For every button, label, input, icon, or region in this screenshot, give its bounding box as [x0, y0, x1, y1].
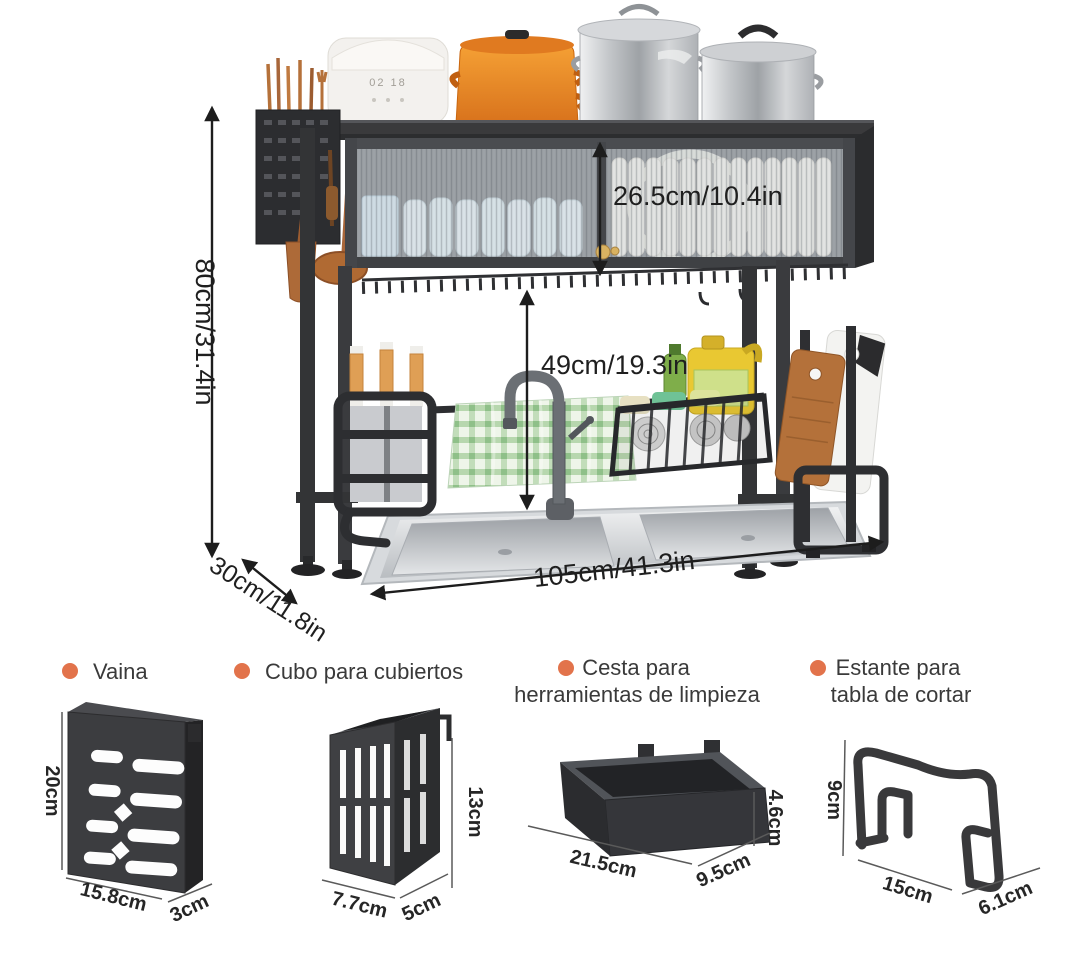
cubo-width: 7.7cm — [329, 888, 389, 923]
cup-hook — [433, 714, 452, 741]
accessory-vaina: 20cm 15.8cm 3cm — [41, 702, 213, 927]
bullet-icon — [810, 660, 826, 676]
knife-rack — [333, 342, 437, 548]
depth-arrow — [241, 558, 298, 605]
rice-cooker: 02 18 — [327, 37, 449, 125]
cooker-display: 02 18 — [369, 77, 407, 89]
bullet-icon — [62, 663, 78, 679]
accessory-3-label-line1: Cesta para — [582, 655, 690, 680]
chopstick-holder — [255, 57, 341, 245]
door-knob — [595, 244, 611, 260]
bullet-icon — [234, 663, 250, 679]
accessory-cubo: 13cm 7.7cm 5cm — [321, 708, 486, 926]
cubo-height: 13cm — [464, 786, 486, 837]
accessory-headers: Vaina Cubo para cubiertos Cesta para her… — [62, 655, 971, 707]
accessory-cesta: 21.5cm 9.5cm 4.6cm — [527, 740, 786, 892]
bullet-icon — [558, 660, 574, 676]
accessory-4-label-line2: tabla de cortar — [831, 682, 972, 707]
estante-width: 15cm — [880, 872, 935, 908]
cleaning-basket — [609, 390, 773, 477]
accessory-estante: 9cm 15cm 6.1cm — [823, 739, 1041, 920]
cabinet-side-panel — [855, 126, 874, 268]
under-cabinet-rail — [361, 263, 849, 306]
orange-pot — [449, 30, 588, 125]
top-shelf — [326, 120, 874, 140]
dish-cabinet — [345, 126, 874, 268]
steel-pot — [699, 24, 824, 125]
clearance-dimension: 49cm/19.3in — [541, 350, 688, 380]
accessory-2-label: Cubo para cubiertos — [265, 659, 463, 684]
steel-stockpot — [571, 4, 707, 125]
cesta-depth: 9.5cm — [693, 849, 754, 892]
cabinet-height-dimension: 26.5cm/10.4in — [613, 181, 783, 211]
accessory-4-label-line1: Estante para — [836, 655, 962, 680]
vaina-depth: 3cm — [167, 890, 213, 927]
width-arrow — [369, 535, 885, 601]
accessory-1-label: Vaina — [93, 659, 148, 684]
wood-cutting-board — [774, 349, 846, 487]
height-dimension: 80cm/31.4in — [190, 258, 220, 405]
vaina-height: 20cm — [41, 765, 63, 816]
cesta-height: 4.6cm — [764, 790, 786, 847]
estante-height: 9cm — [823, 780, 845, 820]
accessory-3-label-line2: herramientas de limpieza — [514, 682, 761, 707]
